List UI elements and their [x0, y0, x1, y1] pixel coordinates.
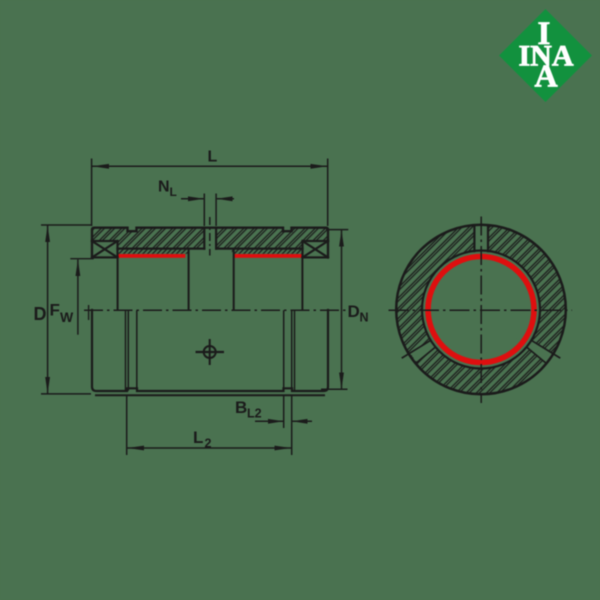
- svg-text:L: L: [193, 428, 203, 447]
- svg-text:B: B: [235, 398, 247, 417]
- svg-text:W: W: [60, 309, 74, 325]
- svg-text:N: N: [360, 311, 369, 325]
- svg-text:I: I: [538, 16, 551, 52]
- svg-text:D: D: [348, 302, 360, 321]
- svg-text:2: 2: [205, 437, 212, 451]
- svg-text:L: L: [170, 185, 177, 199]
- svg-text:F: F: [50, 301, 60, 320]
- svg-text:A: A: [535, 58, 558, 94]
- svg-text:N: N: [158, 179, 170, 196]
- svg-text:D: D: [34, 304, 47, 324]
- svg-text:L2: L2: [247, 407, 262, 421]
- svg-text:L: L: [208, 149, 218, 166]
- svg-text:INA: INA: [519, 40, 574, 73]
